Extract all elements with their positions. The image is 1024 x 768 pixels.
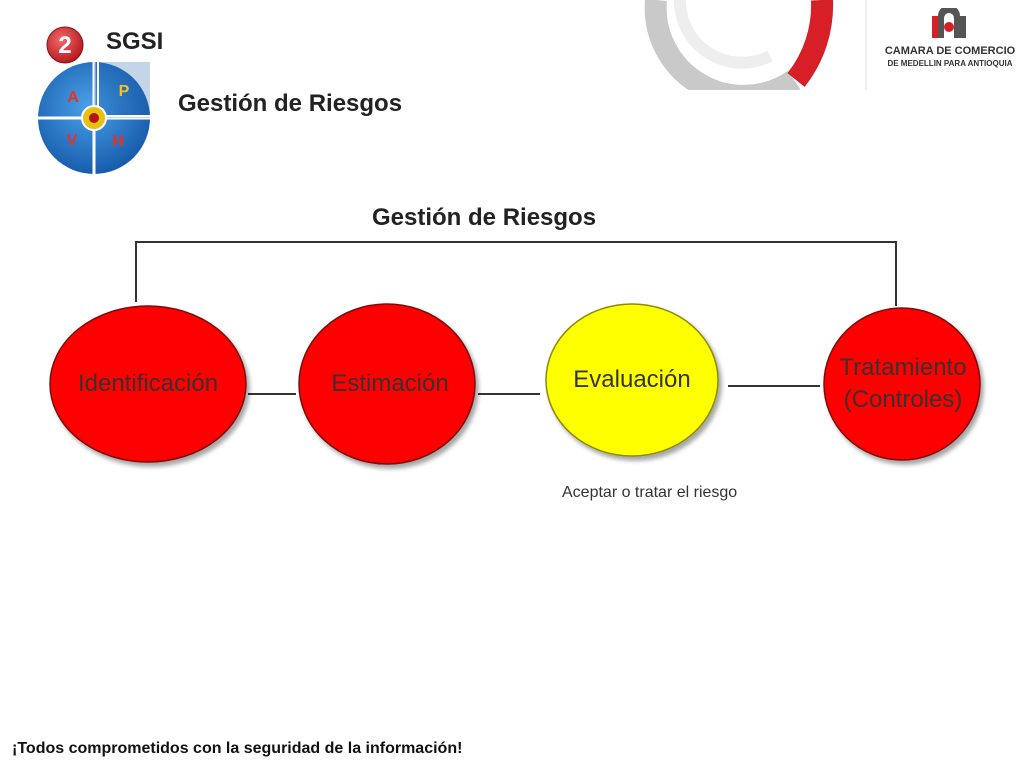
step-number-badge: 2 bbox=[46, 26, 84, 64]
pdca-label-h: H bbox=[112, 133, 124, 150]
node-estimacion bbox=[298, 303, 476, 465]
bracket-connector bbox=[135, 241, 897, 306]
diagram-title: Gestión de Riesgos bbox=[372, 204, 597, 231]
pdca-label-a: A bbox=[67, 89, 79, 106]
slide-title: Gestión de Riesgos bbox=[178, 90, 403, 117]
node-label-tratamiento: Tratamiento (Controles) bbox=[839, 354, 967, 413]
node-tratamiento bbox=[823, 307, 981, 461]
pdca-label-v: V bbox=[67, 132, 78, 149]
node-identificacion bbox=[49, 305, 247, 463]
footer-slogan: ¡Todos comprometidos con la seguridad de… bbox=[12, 740, 463, 757]
node-label-estimacion: Estimación bbox=[331, 370, 449, 397]
evaluation-note: Aceptar o tratar el riesgo bbox=[562, 484, 738, 501]
pdca-label-p: P bbox=[119, 83, 130, 100]
pdca-wheel-icon: P A V H bbox=[38, 62, 152, 174]
node-evaluacion bbox=[545, 303, 719, 457]
node-label-evaluacion: Evaluación bbox=[573, 366, 691, 393]
brand-logo: CAMARA DE COMERCIO DE MEDELLIN PARA ANTI… bbox=[885, 8, 1016, 68]
brand-name-line1: CAMARA DE COMERCIO bbox=[885, 45, 1016, 57]
brand-arc-decoration bbox=[644, 0, 867, 90]
section-label: SGSI bbox=[106, 28, 164, 55]
step-number: 2 bbox=[58, 32, 71, 59]
risk-process-diagram bbox=[49, 241, 981, 465]
node-label-identificacion: Identificación bbox=[77, 370, 219, 397]
brand-name-line2: DE MEDELLIN PARA ANTIOQUIA bbox=[887, 59, 1012, 68]
